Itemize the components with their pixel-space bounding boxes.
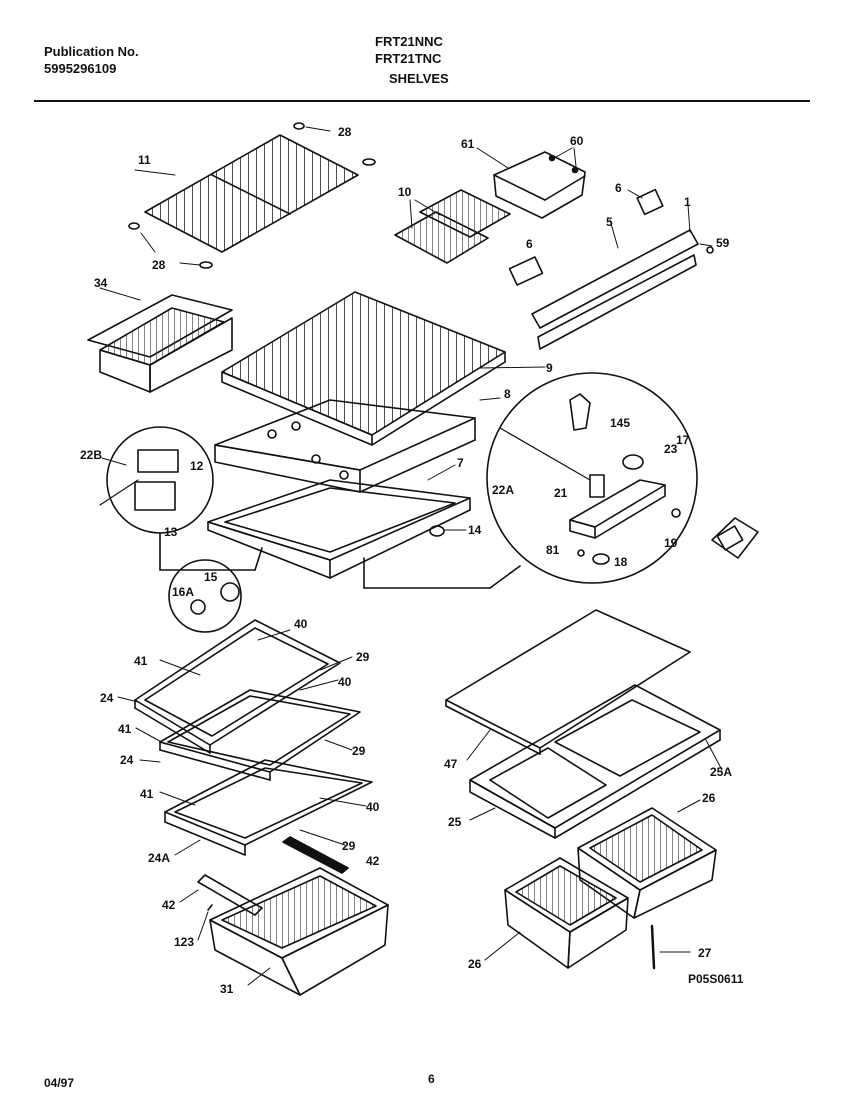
callout-34: 34: [94, 276, 108, 290]
callout-41: 41: [134, 654, 148, 668]
callout-10: 10: [398, 185, 412, 199]
callout-42: 42: [162, 898, 176, 912]
callout-27: 27: [698, 946, 712, 960]
freezer-wire-shelf: [134, 134, 359, 253]
crisper-drawer-large: [209, 867, 389, 996]
callout-40: 40: [294, 617, 308, 631]
thermostat-detail: [363, 372, 698, 589]
callout-28: 28: [338, 125, 352, 139]
glass-insert: [445, 609, 691, 755]
callout-11: 11: [138, 153, 151, 167]
callout-60: 60: [570, 134, 584, 148]
callout-18: 18: [614, 555, 628, 569]
callout-40: 40: [338, 675, 352, 689]
callout-41: 41: [118, 722, 132, 736]
callout-12: 12: [190, 459, 204, 473]
shelf-support-pins: [128, 122, 376, 269]
callout-24A: 24A: [148, 851, 170, 865]
trim-rail: [508, 188, 714, 350]
control-knob: [429, 525, 467, 537]
callout-31: 31: [220, 982, 234, 996]
publication-number: 5995296109: [44, 61, 117, 76]
callout-123: 123: [174, 935, 194, 949]
model-number-1: FRT21NNC: [375, 34, 443, 49]
callout-25A: 25A: [710, 765, 732, 779]
callout-23: 23: [664, 442, 678, 456]
callout-22a: 22A: [492, 483, 514, 497]
callout-15: 15: [204, 570, 218, 584]
callout-42: 42: [366, 854, 380, 868]
callout-24: 24: [120, 753, 134, 767]
callout-17: 17: [676, 433, 690, 447]
crisper-drawer-right: [577, 807, 717, 919]
crisper-cover-grille: [221, 291, 546, 446]
header-rule: [34, 100, 810, 102]
callout-81: 81: [546, 543, 560, 557]
callout-61: 61: [461, 137, 475, 151]
screw: [650, 924, 691, 970]
callout-29: 29: [342, 839, 356, 853]
callout-1: 1: [684, 195, 691, 209]
crisper-frame: [207, 464, 471, 579]
diagram-code: P05S0611: [688, 972, 744, 986]
callout-26: 26: [702, 791, 716, 805]
crisper-drawer-left: [504, 857, 629, 969]
callout-22b: 22B: [80, 448, 102, 462]
callout-19: 19: [664, 536, 678, 550]
callout-25: 25: [448, 815, 462, 829]
callout-40: 40: [366, 800, 380, 814]
callout-6: 6: [526, 237, 533, 251]
section-title: SHELVES: [389, 71, 449, 86]
callout-5: 5: [606, 215, 613, 229]
leader-lines: [117, 629, 723, 986]
callout-29: 29: [352, 744, 366, 758]
footer-date: 04/97: [44, 1076, 75, 1090]
callout-9: 9: [546, 361, 553, 375]
ice-cube-trays: [394, 189, 511, 264]
callout-14: 14: [468, 523, 482, 537]
callout-16a: 16A: [172, 585, 194, 599]
callout-41: 41: [140, 787, 154, 801]
publication-label: Publication No.: [44, 44, 139, 59]
callout-7: 7: [457, 456, 464, 470]
switch-inset: [711, 517, 759, 559]
glass-shelf-lower: [164, 759, 373, 856]
callout-145: 145: [610, 416, 630, 430]
freezer-basket: [87, 287, 233, 393]
glass-shelf-middle: [159, 689, 361, 781]
callout-8: 8: [504, 387, 511, 401]
callout-26: 26: [468, 957, 482, 971]
callout-29: 29: [356, 650, 370, 664]
light-switch-detail: [99, 426, 263, 571]
callout-24: 24: [100, 691, 114, 705]
page-number: 6: [428, 1072, 435, 1086]
model-number-2: FRT21TNC: [375, 51, 442, 66]
crisper-cover-frame: [469, 684, 721, 839]
callout-6: 6: [615, 181, 622, 195]
callout-21: 21: [554, 486, 568, 500]
glass-shelf-upper: [134, 619, 341, 754]
ice-bin-tray: [476, 147, 586, 219]
callout-28: 28: [152, 258, 166, 272]
callout-47: 47: [444, 757, 458, 771]
fastener-detail: [168, 559, 242, 633]
callout-59: 59: [716, 236, 730, 250]
callout-13: 13: [164, 525, 178, 539]
